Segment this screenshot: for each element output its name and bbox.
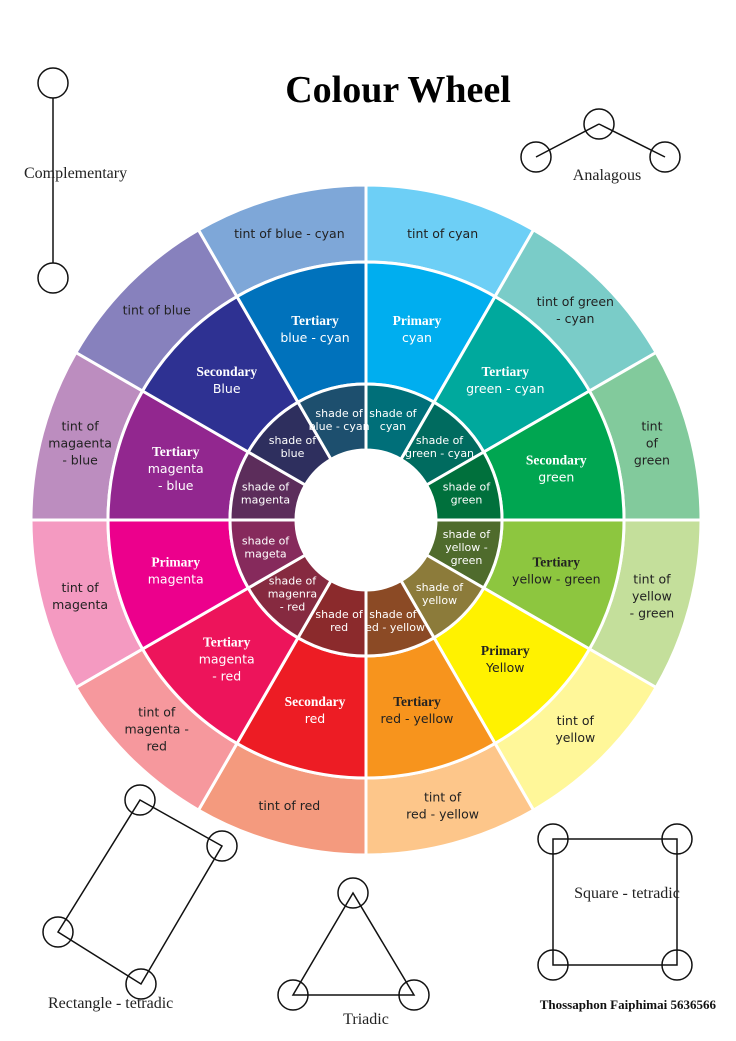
author-credit: Thossaphon Faiphimai 5636566 [540,997,717,1012]
outer-label-cyan: tint of cyan [407,226,478,241]
outer-label-red: tint of red [259,798,321,813]
complementary-symbol [37,67,69,294]
triadic-symbol [277,877,430,1011]
rectangle-tetradic-label: Rectangle - tetradic [48,995,173,1012]
analagous-label: Analagous [573,167,641,184]
analagous-symbol [520,108,681,173]
wheel-center-hole [296,450,436,590]
page-title: Colour Wheel [285,69,511,111]
triadic-label: Triadic [343,1011,389,1028]
outer-label-green-cyan: tint of green- cyan [537,294,614,326]
outer-label-blue-cyan: tint of blue - cyan [234,226,345,241]
outer-label-blue: tint of blue [123,303,192,318]
square-tetradic-symbol [537,823,693,981]
square-tetradic-label: Square - tetradic [574,885,680,902]
rectangle-tetradic-symbol [42,784,238,1000]
complementary-label: Complementary [24,165,127,182]
